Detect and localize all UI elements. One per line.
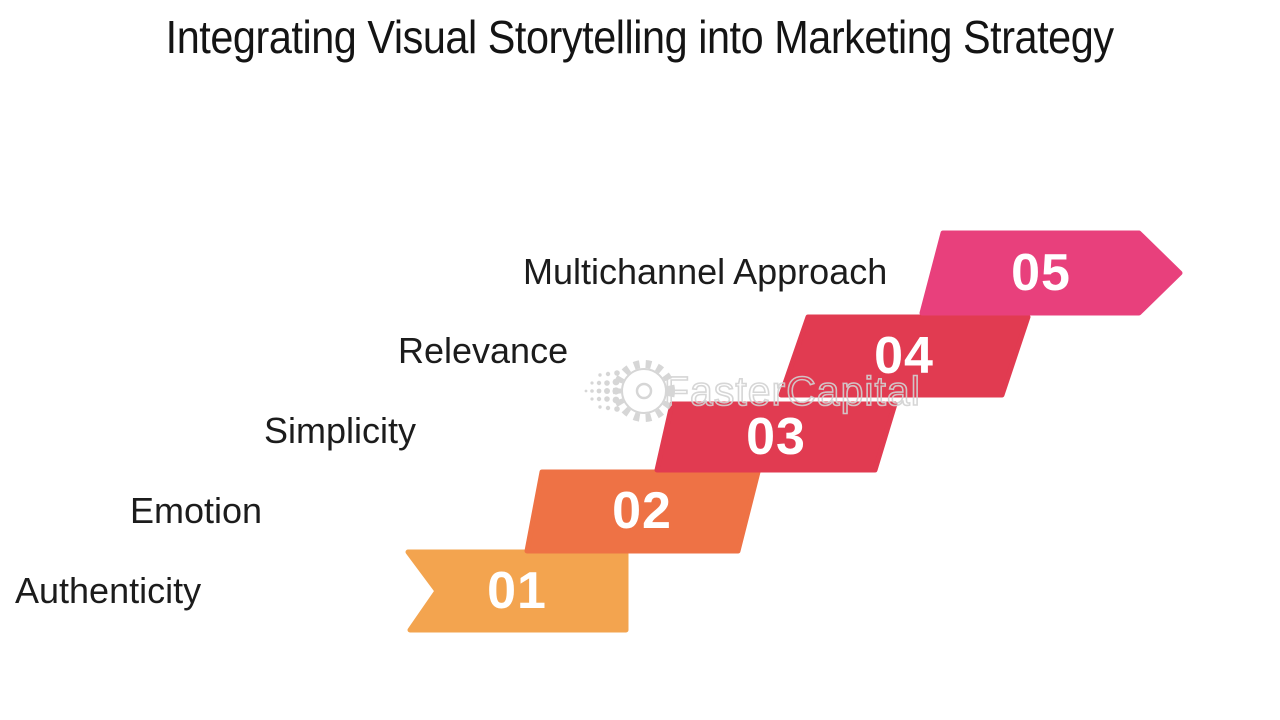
step-number-02: 02	[612, 482, 672, 540]
step-number-03: 03	[746, 408, 806, 466]
step-shape-05	[919, 230, 1183, 316]
step-number-04: 04	[874, 327, 934, 385]
step-number-01: 01	[487, 562, 547, 620]
step-shape-03	[654, 401, 898, 473]
step-label-relevance: Relevance	[398, 330, 569, 371]
step-label-multichannel-approach: Multichannel Approach	[523, 251, 888, 292]
step-label-simplicity: Simplicity	[264, 410, 417, 451]
step-label-authenticity: Authenticity	[15, 570, 202, 611]
step-label-emotion: Emotion	[130, 490, 263, 531]
page-title: Integrating Visual Storytelling into Mar…	[166, 11, 1114, 63]
title-container: Integrating Visual Storytelling into Mar…	[0, 10, 1280, 64]
step-number-05: 05	[1011, 244, 1071, 302]
step-shape-04	[778, 314, 1031, 398]
